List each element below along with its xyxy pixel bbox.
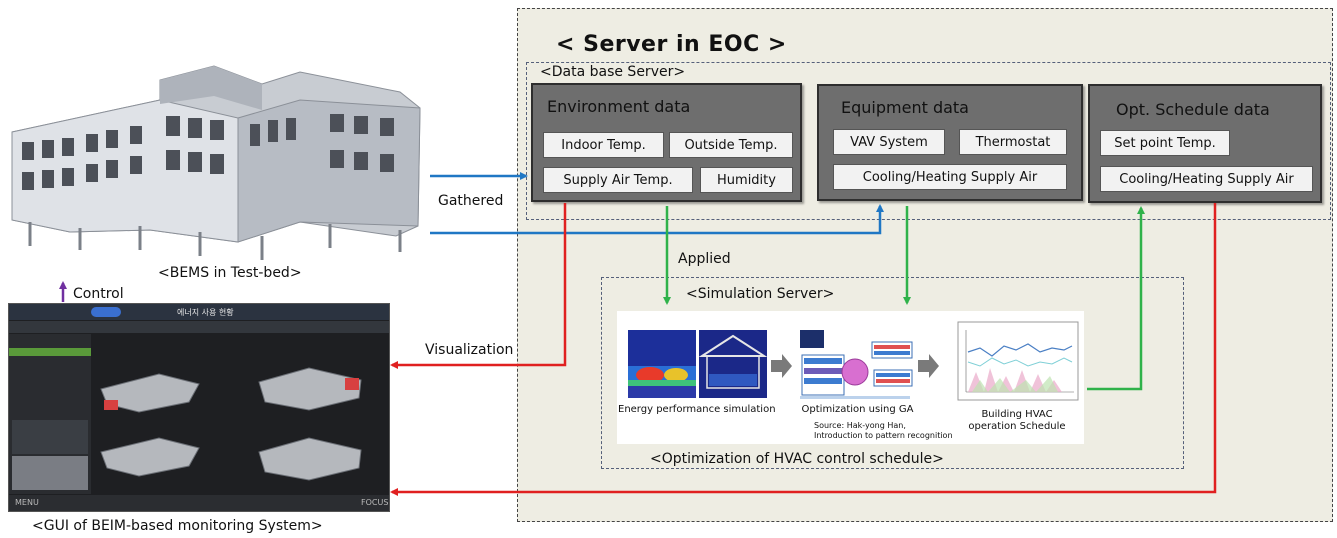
gui-header-title: 에너지 사용 현황 [177, 308, 234, 317]
gui-nav-bar [9, 321, 389, 333]
indoor-temp-chip: Indoor Temp. [543, 132, 664, 158]
applied-label: Applied [678, 251, 731, 267]
set-point-temp-chip: Set point Temp. [1100, 130, 1230, 156]
environment-data-panel: Environment data Indoor Temp. Outside Te… [531, 83, 802, 202]
database-server-label: <Data base Server> [540, 64, 686, 80]
visualization-arrow-2 [390, 203, 1217, 496]
gui-footer-bar [9, 495, 389, 511]
process-arrow-2 [918, 354, 939, 378]
gui-logo-pill [91, 307, 121, 317]
ga-caption: Optimization using GA [801, 404, 914, 415]
gui-caption: <GUI of BEIM-based monitoring System> [32, 518, 323, 534]
source-line-2: Introduction to pattern recognition [814, 431, 953, 440]
energy-simulation-caption: Energy performance simulation [618, 404, 776, 415]
outside-temp-chip: Outside Temp. [669, 132, 793, 158]
cooling-heating-supply-air-chip: Cooling/Heating Supply Air [833, 164, 1067, 190]
schedule-data-panel: Opt. Schedule data Set point Temp. Cooli… [1088, 84, 1322, 203]
energy-simulation-image [628, 330, 696, 398]
vav-system-chip: VAV System [833, 129, 945, 155]
schedule-cooling-heating-chip: Cooling/Heating Supply Air [1100, 166, 1313, 192]
gui-sidebar-table [12, 420, 88, 454]
schedule-feedback-arrow [1087, 206, 1145, 391]
gathered-label: Gathered [438, 193, 504, 209]
database-server-region [526, 62, 1331, 220]
house-section-image [698, 330, 768, 398]
gui-sidebar-active [9, 348, 91, 356]
equipment-data-panel: Equipment data VAV System Thermostat Coo… [817, 84, 1083, 201]
hvac-schedule-image [957, 321, 1079, 401]
supply-air-temp-chip: Supply Air Temp. [543, 167, 693, 193]
gui-thumbnail [12, 456, 88, 490]
process-arrow-1 [771, 354, 792, 378]
gui-footer-menu: MENU [15, 498, 39, 507]
gui-footer-focus: FOCUS [361, 498, 389, 507]
building-caption: <BEMS in Test-bed> [158, 265, 302, 281]
gathered-arrow-2 [430, 204, 884, 235]
visualization-label: Visualization [425, 342, 514, 358]
thermostat-chip: Thermostat [959, 129, 1067, 155]
source-line-1: Source: Hak-yong Han, [814, 421, 906, 430]
gui-screenshot: 에너지 사용 현황 MENU FOCUS [8, 303, 390, 512]
visualization-arrow-1 [390, 203, 567, 369]
control-label: Control [73, 286, 124, 302]
hvac-caption-line-2: operation Schedule [968, 421, 1066, 432]
simulation-server-label: <Simulation Server> [686, 286, 835, 302]
hvac-caption-line-1: Building HVAC [981, 409, 1053, 420]
gui-3d-views [100, 367, 362, 481]
optimization-subtitle: <Optimization of HVAC control schedule> [650, 451, 944, 467]
eoc-title: < Server in EOC > [556, 32, 787, 57]
simulation-server-region [601, 277, 1184, 469]
equipment-data-title: Equipment data [841, 98, 969, 117]
schedule-data-title: Opt. Schedule data [1116, 100, 1270, 119]
environment-data-title: Environment data [547, 97, 691, 116]
humidity-chip: Humidity [700, 167, 793, 193]
ga-optimization-image [800, 330, 913, 399]
